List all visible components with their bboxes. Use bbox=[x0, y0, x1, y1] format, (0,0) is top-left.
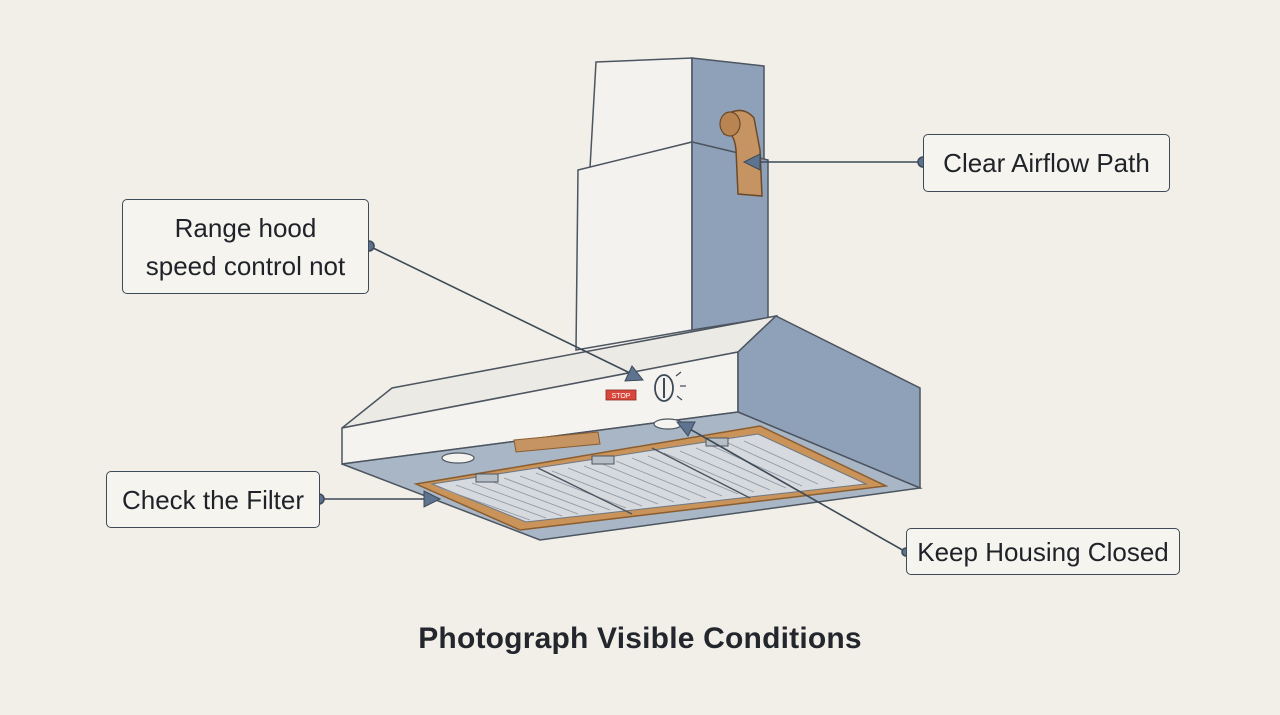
hood-light-panel bbox=[513, 431, 601, 453]
callout-housing: Keep Housing Closed bbox=[906, 528, 1180, 575]
callout-arrowhead bbox=[423, 490, 442, 508]
callout-speed-control-line2: speed control not bbox=[145, 250, 346, 281]
stop-label-text: STOP bbox=[612, 393, 631, 400]
chimney-lower-front bbox=[575, 141, 693, 351]
stop-label bbox=[605, 389, 637, 401]
callout-arrowhead bbox=[742, 153, 761, 171]
filter-tab-2 bbox=[591, 455, 615, 465]
speed-knob-icon bbox=[654, 371, 686, 402]
callout-speed-control-line1: Range hood bbox=[174, 212, 317, 243]
range-hood-illustration: STOP bbox=[341, 57, 923, 541]
duct-pipe-icon bbox=[719, 109, 763, 197]
callout-arrowhead bbox=[624, 365, 644, 382]
filter-slats bbox=[439, 440, 835, 521]
hood-light-right bbox=[653, 418, 683, 430]
leader-speed-control bbox=[368, 245, 633, 375]
filter-tab-3 bbox=[705, 437, 729, 447]
hood-side-panel bbox=[737, 315, 921, 490]
hood-light-left bbox=[441, 452, 475, 464]
callout-arrowhead bbox=[675, 421, 696, 437]
leader-housing bbox=[687, 427, 907, 553]
callout-airflow: Clear Airflow Path bbox=[923, 134, 1170, 192]
filter-tab-1 bbox=[475, 473, 499, 483]
filter-dividers bbox=[537, 447, 751, 515]
callout-speed-control: Range hood speed control not bbox=[122, 199, 369, 294]
diagram-caption: Photograph Visible Conditions bbox=[418, 622, 862, 655]
callout-filter: Check the Filter bbox=[106, 471, 320, 528]
